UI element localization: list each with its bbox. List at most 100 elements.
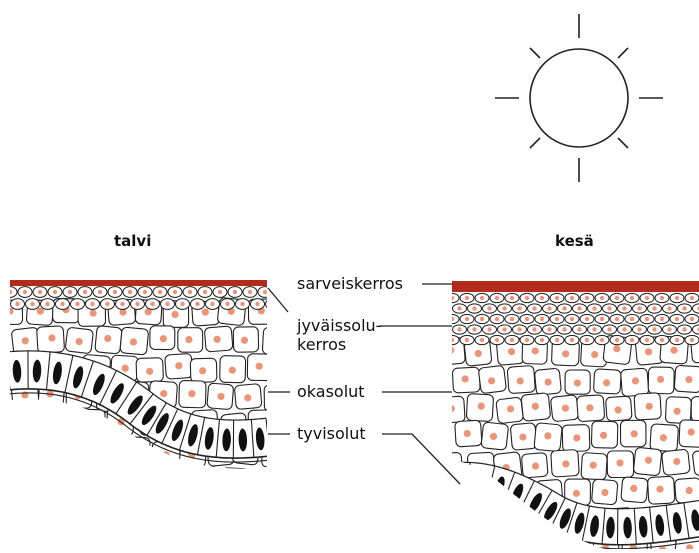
cell-nucleus xyxy=(48,334,55,341)
cell-nucleus xyxy=(287,420,294,427)
cell-nucleus xyxy=(585,296,589,300)
cell-nucleus xyxy=(592,327,596,331)
basal-cell-wall xyxy=(469,462,470,498)
cell-nucleus xyxy=(232,476,239,483)
cell-nucleus xyxy=(495,317,499,321)
cell-nucleus xyxy=(525,296,529,300)
cell-nucleus xyxy=(532,306,536,310)
cell-nucleus xyxy=(495,338,499,342)
cell-nucleus xyxy=(630,296,634,300)
cell-nucleus xyxy=(488,377,495,384)
cell-nucleus xyxy=(532,403,539,410)
cell-nucleus xyxy=(660,434,667,441)
cell-nucleus xyxy=(630,317,634,321)
cell-nucleus xyxy=(532,462,539,469)
cell-nucleus xyxy=(667,327,671,331)
spinous-cell xyxy=(49,466,78,495)
spinous-cell xyxy=(251,470,276,495)
cell-nucleus xyxy=(570,296,574,300)
cell-nucleus xyxy=(273,337,280,344)
cell-nucleus xyxy=(45,302,49,306)
cell-nucleus xyxy=(480,296,484,300)
title-winter: talvi xyxy=(114,232,151,250)
spinous-cell xyxy=(0,464,22,494)
cell-nucleus xyxy=(8,290,12,294)
cell-nucleus xyxy=(600,338,604,342)
cell-nucleus xyxy=(3,474,10,481)
spinous-cell xyxy=(438,396,465,423)
cell-nucleus xyxy=(22,337,29,344)
cell-nucleus xyxy=(195,302,199,306)
cell-nucleus xyxy=(690,338,694,342)
cell-nucleus xyxy=(202,308,209,315)
granular-cell xyxy=(0,287,2,298)
cell-nucleus xyxy=(490,488,497,495)
cell-nucleus xyxy=(188,390,195,397)
cell-nucleus xyxy=(47,447,54,454)
granular-cell xyxy=(0,299,10,310)
cell-nucleus xyxy=(585,338,589,342)
cell-nucleus xyxy=(562,327,566,331)
winter-granular-layer xyxy=(0,287,287,310)
spinous-cell xyxy=(36,439,63,465)
cell-nucleus xyxy=(577,306,581,310)
cell-nucleus xyxy=(244,394,251,401)
cell-nucleus xyxy=(278,290,282,294)
spinous-cell xyxy=(54,409,79,434)
cell-nucleus xyxy=(218,290,222,294)
cell-nucleus xyxy=(150,302,154,306)
cell-nucleus xyxy=(495,296,499,300)
cell-nucleus xyxy=(98,290,102,294)
cell-nucleus xyxy=(652,327,656,331)
cell-nucleus xyxy=(263,290,267,294)
cell-nucleus xyxy=(487,306,491,310)
cell-nucleus xyxy=(547,306,551,310)
cell-nucleus xyxy=(510,296,514,300)
cell-nucleus xyxy=(555,317,559,321)
cell-nucleus xyxy=(120,302,124,306)
cell-nucleus xyxy=(60,302,64,306)
cell-nucleus xyxy=(61,419,68,426)
cell-nucleus xyxy=(475,350,482,357)
basal-cell-wall xyxy=(7,352,10,390)
cell-nucleus xyxy=(272,396,279,403)
cell-nucleus xyxy=(465,338,469,342)
summer-stratum-corneum xyxy=(452,281,699,292)
cell-nucleus xyxy=(510,317,514,321)
cell-nucleus xyxy=(19,451,26,458)
cell-nucleus xyxy=(570,317,574,321)
cell-nucleus xyxy=(490,433,497,440)
cell-nucleus xyxy=(544,432,551,439)
cell-nucleus xyxy=(525,338,529,342)
cell-nucleus xyxy=(690,296,694,300)
leader-granular-winter xyxy=(268,288,288,312)
cell-nucleus xyxy=(637,327,641,331)
cell-nucleus xyxy=(645,296,649,300)
cell-nucleus xyxy=(487,327,491,331)
cell-nucleus xyxy=(450,296,454,300)
cell-nucleus xyxy=(532,347,539,354)
cell-nucleus xyxy=(480,338,484,342)
cell-nucleus xyxy=(75,302,79,306)
cell-nucleus xyxy=(210,302,214,306)
cell-nucleus xyxy=(0,302,4,306)
spinous-cell xyxy=(264,385,290,412)
cell-nucleus xyxy=(285,362,292,369)
spinous-cell xyxy=(536,534,564,549)
cell-nucleus xyxy=(34,477,41,484)
cell-nucleus xyxy=(130,338,137,345)
summer-granular-layer xyxy=(430,293,699,344)
cell-nucleus xyxy=(34,420,41,427)
cell-nucleus xyxy=(540,317,544,321)
cell-nucleus xyxy=(90,302,94,306)
cell-nucleus xyxy=(105,302,109,306)
cell-nucleus xyxy=(547,327,551,331)
cell-nucleus xyxy=(573,434,580,441)
spinous-cell xyxy=(67,436,96,465)
cell-nucleus xyxy=(128,290,132,294)
cell-nucleus xyxy=(175,362,182,369)
cell-nucleus xyxy=(188,290,192,294)
cell-nucleus xyxy=(90,310,97,317)
cell-nucleus xyxy=(472,306,476,310)
cell-nucleus xyxy=(657,376,664,383)
